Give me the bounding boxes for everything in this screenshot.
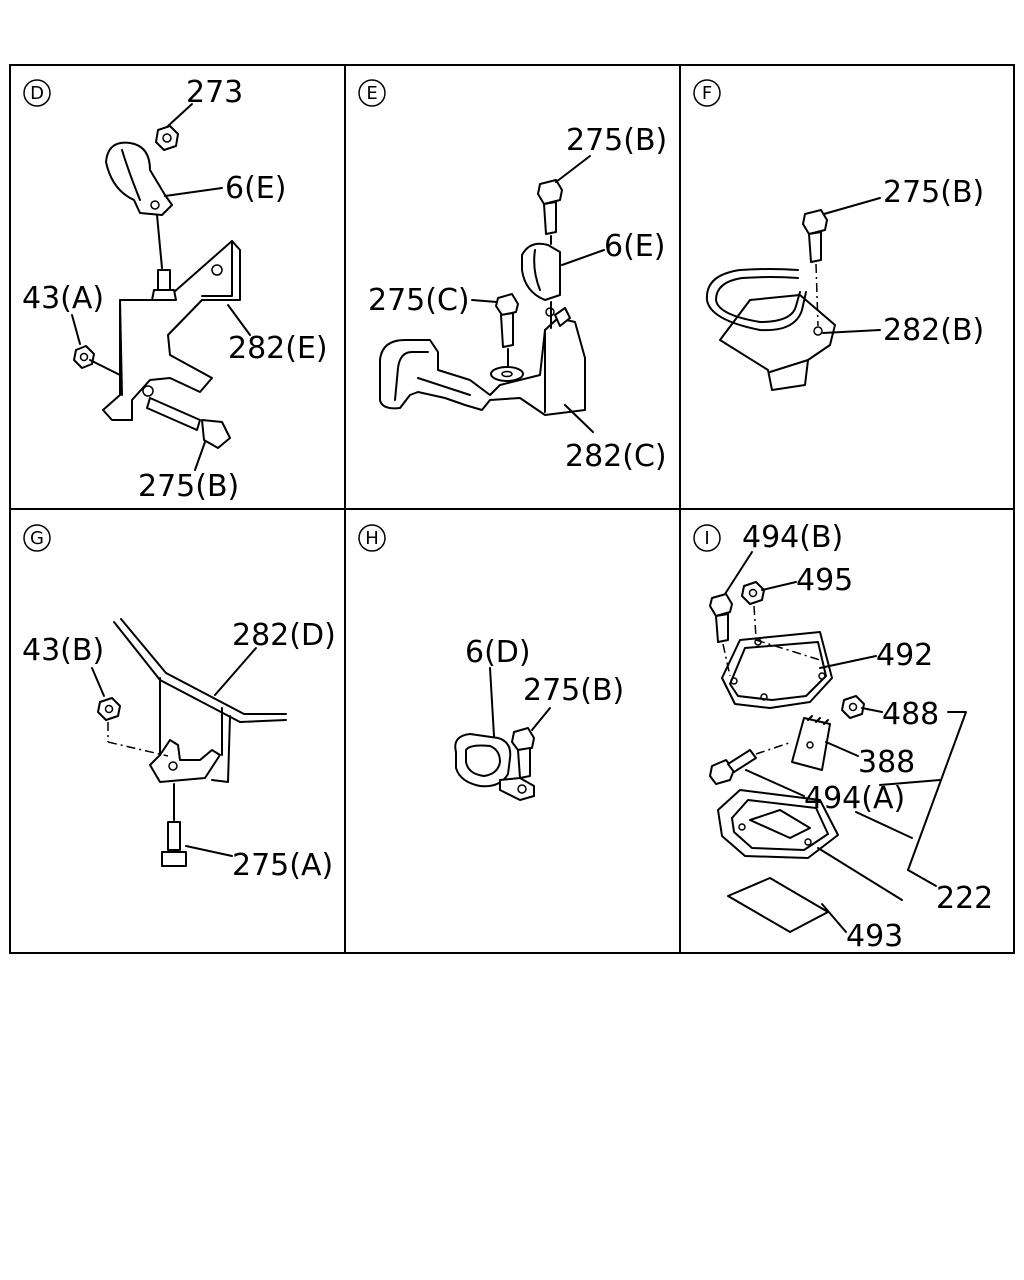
panel-i: I (693, 520, 993, 954)
bolt-275a (167, 821, 181, 851)
nut-273 (155, 125, 179, 151)
label-43b: 43(B) (22, 633, 104, 668)
svg-text:G: G (30, 528, 44, 549)
label-493: 493 (846, 919, 903, 954)
bracket-492 (721, 631, 833, 709)
label-6e: 6(E) (225, 171, 286, 206)
label-222: 222 (936, 881, 993, 916)
bolt-275c (495, 293, 519, 316)
nut-43b (97, 697, 121, 721)
label-282c: 282(C) (565, 439, 667, 474)
label-282d: 282(D) (232, 618, 336, 653)
bolt-275b (537, 179, 563, 205)
panel-letter-badge: H (358, 524, 386, 552)
svg-text:H: H (365, 528, 379, 549)
svg-text:D: D (30, 83, 44, 104)
panel-g: G 282(D) 43(B) 275(A) (22, 524, 336, 883)
bracket-282b (719, 294, 836, 391)
label-43a: 43(A) (22, 281, 104, 316)
label-275b: 275(B) (883, 175, 984, 210)
bracket-282d (149, 739, 221, 783)
bolt-275b (511, 727, 535, 751)
label-275c: 275(C) (368, 283, 470, 318)
label-6d: 6(D) (465, 635, 531, 670)
panel-letter-badge: G (23, 524, 51, 552)
panel-letter-badge: E (358, 79, 386, 107)
panel-e: E 275(B) 6(E) 275(C) 282(C) (358, 79, 667, 474)
label-495: 495 (796, 563, 853, 598)
nut-495 (741, 581, 765, 605)
bracket-282e (102, 240, 241, 421)
panel-grid (9, 64, 1015, 954)
panel-letter-badge: F (693, 79, 721, 107)
label-388: 388 (858, 745, 915, 780)
label-488: 488 (882, 697, 939, 732)
clamp-6e (521, 242, 561, 301)
label-494a: 494(A) (804, 781, 905, 816)
bolt-275b (802, 209, 828, 235)
label-494b: 494(B) (742, 520, 843, 555)
panel-h: H 6(D) 275(B) (358, 524, 624, 801)
label-275b: 275(B) (566, 123, 667, 158)
label-492: 492 (876, 638, 933, 673)
panel-letter-badge: D (23, 79, 51, 107)
label-282e: 282(E) (228, 331, 328, 366)
clamp-6e (105, 141, 173, 216)
pad-493 (727, 877, 829, 933)
label-273: 273 (186, 75, 243, 110)
label-6e: 6(E) (604, 229, 665, 264)
nut-488 (841, 695, 865, 719)
label-275a: 275(A) (232, 848, 333, 883)
panel-f: F 275(B) 282(B) (693, 79, 984, 391)
svg-text:I: I (704, 528, 709, 549)
clamp-6d (454, 733, 512, 788)
label-282b: 282(B) (883, 313, 984, 348)
bolt-275b (146, 397, 201, 431)
bolt-494a (709, 759, 735, 785)
bolt-494b (709, 593, 733, 617)
svg-text:E: E (366, 83, 377, 104)
nut-43a (73, 345, 95, 369)
label-275b: 275(B) (523, 673, 624, 708)
label-275b: 275(B) (138, 469, 239, 504)
svg-text:F: F (702, 83, 712, 104)
panel-d: D 273 6(E) 43(A) 282(E) 2 (22, 75, 328, 504)
panel-letter-badge: I (693, 524, 721, 552)
bracket-282c (379, 317, 586, 416)
plate-388 (791, 717, 831, 771)
